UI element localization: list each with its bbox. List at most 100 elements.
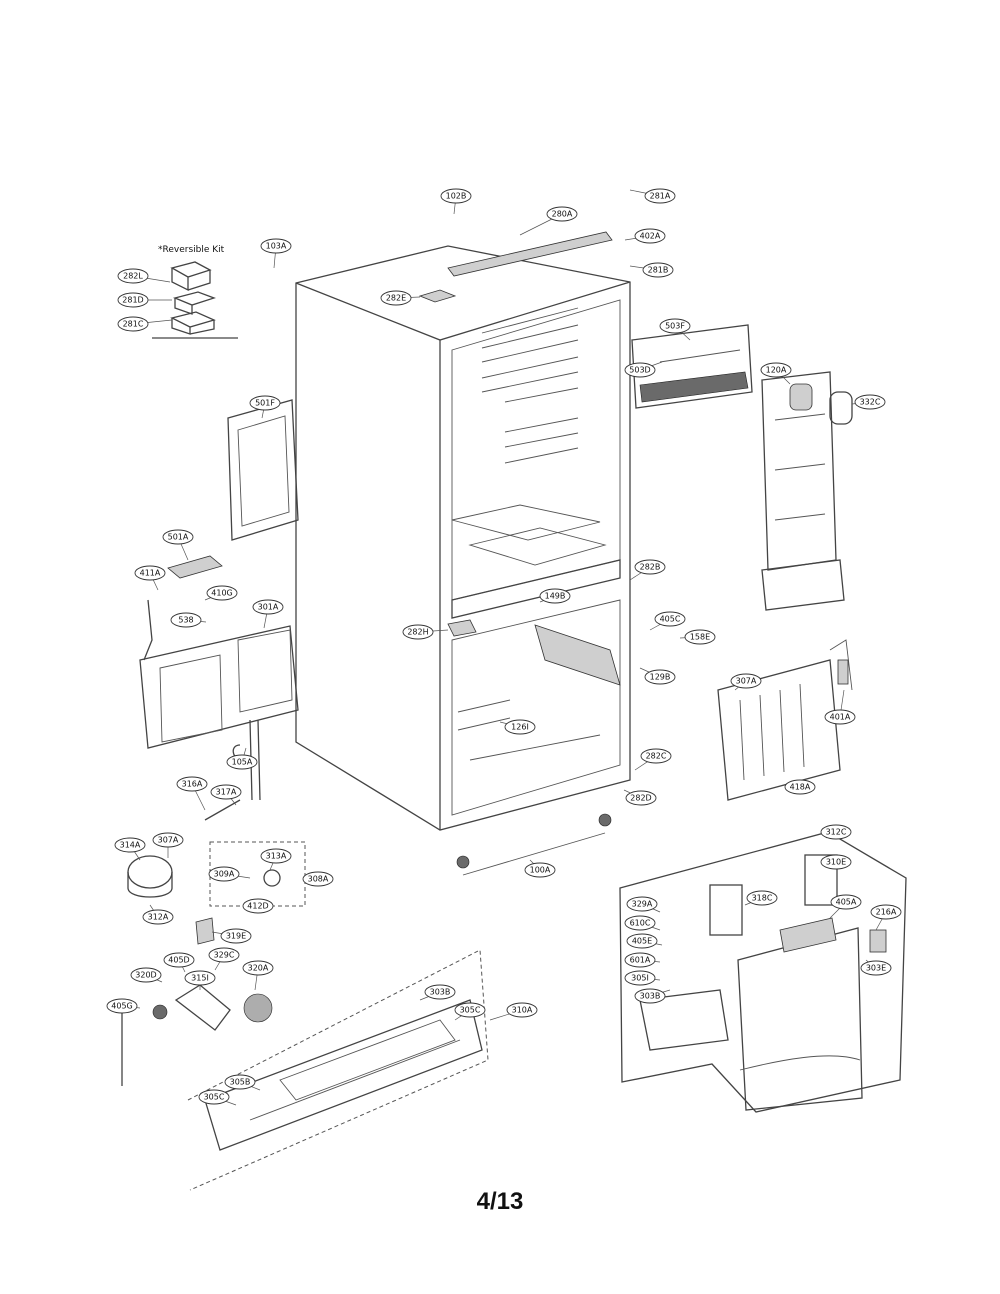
callout-oval xyxy=(242,960,274,976)
callout-label: 303E xyxy=(866,964,886,973)
page-number: 4/13 xyxy=(476,1188,524,1215)
callout-405d: 405D xyxy=(163,952,195,973)
callout-oval xyxy=(252,599,284,615)
callout-281c: 281C xyxy=(117,316,173,332)
callout-label: 282E xyxy=(386,294,406,303)
callout-label: 405G xyxy=(111,1002,132,1011)
callout-oval xyxy=(760,362,792,378)
base-tray-group xyxy=(187,949,489,1191)
callout-oval xyxy=(504,719,536,735)
callout-label: 329C xyxy=(214,951,235,960)
callout-281a: 281A xyxy=(629,188,676,204)
callout-501f: 501F xyxy=(249,395,281,419)
machine-panel-group xyxy=(139,599,299,749)
callout-label: 503D xyxy=(629,366,650,375)
callout-oval xyxy=(106,998,138,1014)
callout-label: 319E xyxy=(226,932,246,941)
callout-oval xyxy=(220,928,252,944)
callout-329a: 329A xyxy=(626,896,661,913)
callout-label: 281C xyxy=(123,320,144,329)
callout-oval xyxy=(634,559,666,575)
callout-label: 405A xyxy=(836,898,857,907)
reversible-kit-label: *Reversible Kit xyxy=(158,245,225,255)
callout-label: 316A xyxy=(182,780,203,789)
callout-label: 305B xyxy=(230,1078,251,1087)
callout-label: 282H xyxy=(407,628,428,637)
callout-label: 411A xyxy=(140,569,161,578)
callout-oval xyxy=(210,784,242,800)
callout-label: 303B xyxy=(640,992,661,1001)
refrigerator-cabinet xyxy=(295,231,631,831)
callout-402a: 402A xyxy=(624,228,666,244)
reversible-kit-group: *Reversible Kit xyxy=(152,245,238,339)
callout-oval xyxy=(208,866,240,882)
callout-label: 282C xyxy=(646,752,667,761)
callout-103a: 103A xyxy=(260,238,292,269)
callout-401a: 401A xyxy=(824,689,856,725)
callout-oval xyxy=(624,915,656,931)
callout-label: 610C xyxy=(630,919,651,928)
callout-label: 401A xyxy=(830,713,851,722)
callout-label: 100A xyxy=(530,866,551,875)
callout-oval xyxy=(654,611,686,627)
callout-oval xyxy=(224,1074,256,1090)
callout-label: 282B xyxy=(640,563,661,572)
callout-129b: 129B xyxy=(639,667,676,685)
callout-oval xyxy=(506,1002,538,1018)
callout-oval xyxy=(642,262,674,278)
callout-label: 129B xyxy=(650,673,671,682)
callout-126i: 126I xyxy=(499,719,536,735)
callout-oval xyxy=(625,790,657,806)
callout-312c: 312C xyxy=(820,824,852,840)
callout-oval xyxy=(684,629,716,645)
callout-oval xyxy=(249,395,281,411)
callout-label: 308A xyxy=(308,875,329,884)
callout-100a: 100A xyxy=(524,859,556,878)
callout-301a: 301A xyxy=(252,599,284,629)
callout-332c: 332C xyxy=(851,394,886,410)
callout-oval xyxy=(830,894,862,910)
callout-oval xyxy=(624,970,656,986)
callout-405e: 405E xyxy=(626,933,663,949)
callout-label: 149B xyxy=(545,592,566,601)
callout-oval xyxy=(454,1002,486,1018)
callout-319e: 319E xyxy=(211,928,252,944)
callout-oval xyxy=(546,206,578,222)
compressor-group xyxy=(127,841,306,945)
callout-216a: 216A xyxy=(870,904,902,931)
callout-410g: 410G xyxy=(204,585,238,601)
cabinet-rollers xyxy=(456,813,612,876)
callout-label: 216A xyxy=(876,908,897,917)
callout-310a: 310A xyxy=(489,1002,538,1021)
callout-oval xyxy=(634,988,666,1004)
callout-oval xyxy=(117,316,149,332)
callout-oval xyxy=(824,709,856,725)
callout-oval xyxy=(784,779,816,795)
callout-280a: 280A xyxy=(519,206,578,236)
callout-oval xyxy=(644,669,676,685)
callout-oval xyxy=(424,984,456,1000)
callout-label: 307A xyxy=(736,677,757,686)
callout-538: 538 xyxy=(170,612,207,628)
callout-503f: 503F xyxy=(659,318,691,341)
callout-oval xyxy=(114,837,146,853)
callout-label: 402A xyxy=(640,232,661,241)
callout-oval xyxy=(730,673,762,689)
callout-label: 105A xyxy=(232,758,253,767)
callout-305i: 305I xyxy=(624,970,661,986)
callout-305c: 305C xyxy=(198,1089,237,1106)
callout-316a: 316A xyxy=(176,776,208,811)
callout-610c: 610C xyxy=(624,915,661,931)
callout-label: 126I xyxy=(511,723,529,732)
callout-501a: 501A xyxy=(162,529,194,561)
callout-305b: 305B xyxy=(224,1074,261,1091)
callout-label: 405D xyxy=(168,956,189,965)
callout-label: 281A xyxy=(650,192,671,201)
callout-314a: 314A xyxy=(114,837,146,861)
callout-oval xyxy=(117,292,149,308)
callout-307a: 307A xyxy=(152,832,184,858)
callout-310e: 310E xyxy=(820,854,852,870)
callout-label: 503F xyxy=(665,322,685,331)
callout-282b: 282B xyxy=(629,559,666,581)
